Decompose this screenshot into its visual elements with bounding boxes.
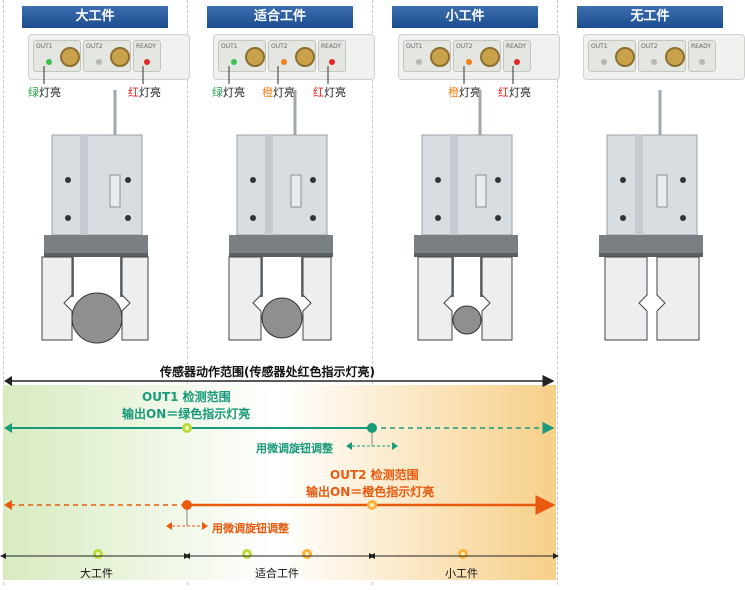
ready-led-red	[514, 59, 520, 65]
gripper-small-workpiece	[414, 90, 518, 341]
column-separator	[557, 0, 558, 585]
column-separator	[372, 0, 373, 585]
range-background	[3, 385, 556, 580]
out1-range-output: 输出ON＝绿色指示灯亮	[122, 407, 251, 421]
bottom-label-small: 小工件	[445, 567, 478, 580]
out1-label: OUT1	[221, 43, 238, 50]
adjust-dial-icon	[665, 47, 685, 67]
ready-led-red	[144, 59, 150, 65]
out1-label: OUT1	[36, 43, 53, 50]
out2-label: OUT2	[271, 43, 288, 50]
out2-label: OUT2	[456, 43, 473, 50]
ready-label: READY	[136, 43, 157, 50]
ready-label: READY	[321, 43, 342, 50]
ready-label: READY	[691, 43, 712, 50]
out2-label: OUT2	[641, 43, 658, 50]
out1-range-label: OUT1 检测范围	[142, 390, 231, 404]
out1-threshold-point	[367, 423, 377, 433]
column-title-none: 无工件	[577, 6, 723, 28]
out1-led-green	[46, 59, 52, 65]
sensor-panel-large: OUT1 OUT2 READY	[28, 34, 190, 80]
adjust-dial-icon	[615, 47, 635, 67]
out2-range-output: 输出ON＝橙色指示灯亮	[306, 485, 435, 499]
column-separator	[187, 0, 188, 585]
out1-led-off	[601, 59, 607, 65]
adjust-dial-icon	[60, 47, 80, 67]
gripper-large-workpiece	[41, 90, 149, 344]
note-red-small: 红灯亮	[498, 86, 531, 99]
out2-range-label: OUT2 检测范围	[330, 468, 419, 482]
out2-led-orange	[466, 59, 472, 65]
out2-threshold-point	[182, 500, 192, 510]
out1-adjust-note: 用微调旋钮调整	[256, 442, 333, 455]
note-orange-small: 橙灯亮	[448, 86, 481, 99]
out2-led-off	[96, 59, 102, 65]
adjust-dial-icon	[245, 47, 265, 67]
adjust-dial-icon	[110, 47, 130, 67]
out2-led-orange	[281, 59, 287, 65]
column-title-large: 大工件	[22, 6, 168, 28]
adjust-dial-icon	[480, 47, 500, 67]
note-green-large: 绿灯亮	[28, 86, 61, 99]
column-title-small: 小工件	[392, 6, 538, 28]
range-title: 传感器动作范围(传感器处红色指示灯亮)	[160, 365, 375, 379]
ready-led-red	[329, 59, 335, 65]
range-diagram	[0, 375, 559, 559]
out1-led-green	[231, 59, 237, 65]
bottom-label-fit: 适合工件	[255, 567, 299, 580]
column-separator	[3, 0, 4, 585]
sensor-panel-fit: OUT1 OUT2 READY	[213, 34, 375, 80]
out1-led-off	[416, 59, 422, 65]
led-leader-lines	[43, 66, 514, 84]
out1-label: OUT1	[406, 43, 423, 50]
out2-adjust-note: 用微调旋钮调整	[212, 522, 289, 535]
out2-label: OUT2	[86, 43, 103, 50]
adjust-dial-icon	[430, 47, 450, 67]
adjust-dial-icon	[295, 47, 315, 67]
out1-label: OUT1	[591, 43, 608, 50]
ready-led-off	[699, 59, 705, 65]
column-title-fit: 适合工件	[207, 6, 353, 28]
note-red-fit: 红灯亮	[313, 86, 346, 99]
bottom-label-large: 大工件	[80, 567, 113, 580]
note-red-large: 红灯亮	[128, 86, 161, 99]
gripper-no-workpiece	[599, 90, 703, 341]
note-green-fit: 绿灯亮	[212, 86, 245, 99]
sensor-panel-none: OUT1 OUT2 READY	[583, 34, 745, 80]
gripper-fit-workpiece	[228, 90, 333, 341]
ready-label: READY	[506, 43, 527, 50]
note-orange-fit: 橙灯亮	[262, 86, 295, 99]
out2-led-off	[651, 59, 657, 65]
sensor-panel-small: OUT1 OUT2 READY	[398, 34, 560, 80]
